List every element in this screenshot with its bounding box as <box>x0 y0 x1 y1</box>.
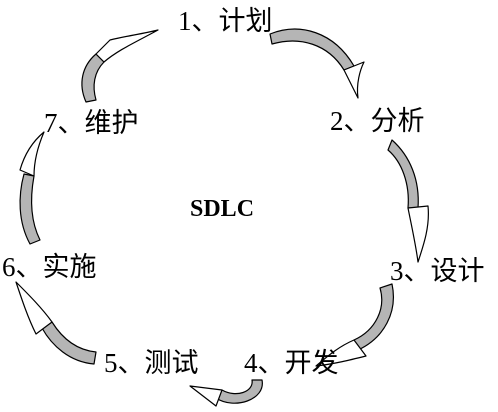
step-1-plan: 1、计划 <box>178 6 273 36</box>
arrow-testing-to-implementation-shaded <box>41 321 97 365</box>
arrow-development-to-testing-light <box>189 385 223 407</box>
arrow-design-to-development-light <box>315 339 367 367</box>
step-5-testing: 5、测试 <box>104 348 199 378</box>
arrow-maintenance-to-plan <box>81 29 159 103</box>
step-4-development: 4、开发 <box>244 348 339 378</box>
step-3-design: 3、设计 <box>390 256 485 286</box>
arrow-design-to-development-shaded <box>353 283 394 351</box>
arrow-plan-to-analysis-shaded <box>269 28 355 71</box>
step-7-maintenance: 7、维护 <box>44 108 139 138</box>
arrow-implementation-to-maintenance-shaded <box>19 173 41 245</box>
arrow-analysis-to-design-light <box>407 205 429 263</box>
arrow-testing-to-implementation <box>15 281 97 365</box>
arrow-plan-to-analysis-light <box>343 61 365 99</box>
step-6-implementation: 6、实施 <box>2 252 97 282</box>
arrow-analysis-to-design-shaded <box>387 139 419 209</box>
arrow-maintenance-to-plan-light <box>95 29 159 63</box>
arrow-development-to-testing-shaded <box>215 379 263 404</box>
center-title: SDLC <box>190 196 255 222</box>
arrow-maintenance-to-plan-shaded <box>81 53 105 103</box>
arrow-implementation-to-maintenance-light <box>19 131 45 177</box>
arrow-design-to-development <box>315 283 394 367</box>
arrow-plan-to-analysis <box>269 28 365 99</box>
step-2-analysis: 2、分析 <box>330 106 425 136</box>
arrow-implementation-to-maintenance <box>19 131 45 245</box>
arrow-testing-to-implementation-light <box>15 281 53 335</box>
arrow-development-to-testing <box>189 379 263 407</box>
arrow-analysis-to-design <box>387 139 429 263</box>
